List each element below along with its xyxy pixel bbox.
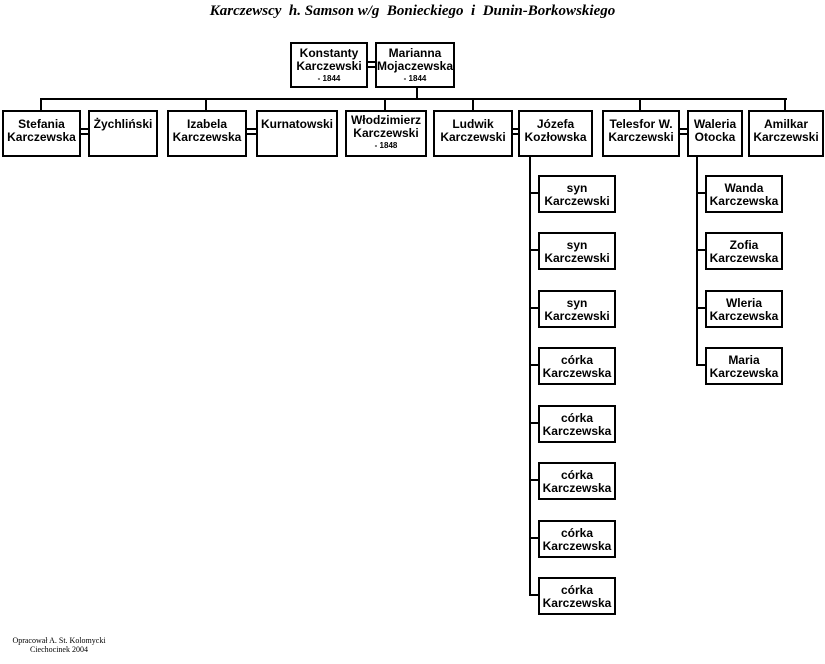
child-stub-zofia <box>696 249 705 251</box>
credit-author: Opracował A. St. Kolomycki <box>12 636 106 645</box>
person-name: córka Karczewska <box>542 583 612 610</box>
person-box-wleria-karczewska: Wleria Karczewska <box>705 290 783 328</box>
descent-line-wlodzimierz <box>384 98 386 110</box>
person-box-ludwik-karczewski: Ludwik Karczewski <box>433 110 513 157</box>
descent-line-ludwik <box>472 98 474 110</box>
person-name: Konstanty Karczewski <box>296 46 362 73</box>
child-stub-corka3 <box>529 479 538 481</box>
person-name: syn Karczewski <box>544 238 610 265</box>
person-box-syn-karczewski-1: syn Karczewski <box>538 175 616 213</box>
child-stub-corka2 <box>529 422 538 424</box>
sibling-rail <box>41 98 787 100</box>
child-stub-wanda <box>696 192 705 194</box>
person-box-zofia-karczewska: Zofia Karczewska <box>705 232 783 270</box>
person-box-kurnatowski: Kurnatowski <box>256 110 338 157</box>
person-box-zychlinski: Żychliński <box>88 110 158 157</box>
person-name: córka Karczewska <box>542 526 612 553</box>
person-box-waleria-otocka: Waleria Otocka <box>687 110 743 157</box>
person-name: Amilkar Karczewski <box>753 117 819 144</box>
person-name: syn Karczewski <box>544 181 610 208</box>
person-box-konstanty-karczewski: Konstanty Karczewski - 1844 <box>290 42 368 88</box>
person-name: Ludwik Karczewski <box>440 117 506 144</box>
child-stub-wleria <box>696 307 705 309</box>
child-stub-syn3 <box>529 307 538 309</box>
person-box-amilkar-karczewski: Amilkar Karczewski <box>748 110 824 157</box>
marriage-line-stefania-zychlinski <box>81 128 88 130</box>
credit-note: Opracował A. St. Kolomycki Ciechocinek 2… <box>3 636 115 654</box>
person-box-marianna-mojaczewska: Marianna Mojaczewska - 1844 <box>375 42 455 88</box>
person-box-syn-karczewski-2: syn Karczewski <box>538 232 616 270</box>
descent-line-stefania <box>40 98 42 110</box>
marriage-line-ludwik-jozefa <box>513 128 518 130</box>
person-name: Wanda Karczewska <box>709 181 779 208</box>
marriage-line-izabela-kurnatowski <box>247 128 256 130</box>
person-date: - 1848 <box>374 141 398 150</box>
person-box-wlodzimierz-karczewski: Włodzimierz Karczewski - 1848 <box>345 110 427 157</box>
person-name: córka Karczewska <box>542 468 612 495</box>
person-box-corka-karczewska-4: córka Karczewska <box>538 520 616 558</box>
person-name: Józefa Kozłowska <box>524 117 587 144</box>
person-name: Włodzimierz Karczewski <box>350 113 421 140</box>
person-box-corka-karczewska-3: córka Karczewska <box>538 462 616 500</box>
child-stub-syn1 <box>529 192 538 194</box>
person-name: Zofia Karczewska <box>709 238 779 265</box>
descent-line-parents <box>416 88 418 99</box>
person-box-syn-karczewski-3: syn Karczewski <box>538 290 616 328</box>
marriage-line-konstanty-marianna <box>367 61 375 63</box>
child-stub-corka4 <box>529 537 538 539</box>
person-name: Stefania Karczewska <box>7 117 76 144</box>
marriage-line-stefania-zychlinski <box>81 133 88 135</box>
person-name: córka Karczewska <box>542 353 612 380</box>
person-date: - 1844 <box>317 74 341 83</box>
person-box-wanda-karczewska: Wanda Karczewska <box>705 175 783 213</box>
person-box-corka-karczewska-2: córka Karczewska <box>538 405 616 443</box>
marriage-line-izabela-kurnatowski <box>247 133 256 135</box>
descent-line-izabela <box>205 98 207 110</box>
child-stub-corka1 <box>529 364 538 366</box>
person-name: Marianna Mojaczewska <box>376 46 454 73</box>
person-date: - 1844 <box>403 74 427 83</box>
person-box-corka-karczewska-5: córka Karczewska <box>538 577 616 615</box>
person-box-telesfor-karczewski: Telesfor W. Karczewski <box>602 110 680 157</box>
marriage-line-telesfor-waleria <box>680 128 687 130</box>
person-box-izabela-karczewska: Izabela Karczewska <box>167 110 247 157</box>
person-name: Telesfor W. Karczewski <box>608 117 674 144</box>
person-name: córka Karczewska <box>542 411 612 438</box>
child-stub-maria <box>696 364 705 366</box>
child-stub-syn2 <box>529 249 538 251</box>
diagram-title: Karczewscy h. Samson w/g Bonieckiego i D… <box>209 3 616 19</box>
person-name: syn Karczewski <box>544 296 610 323</box>
person-box-jozefa-kozlowska: Józefa Kozłowska <box>518 110 593 157</box>
credit-place-year: Ciechocinek 2004 <box>30 645 88 654</box>
person-box-stefania-karczewska: Stefania Karczewska <box>2 110 81 157</box>
child-stub-corka5 <box>529 594 538 596</box>
descent-line-jozefa-children <box>529 155 531 596</box>
marriage-line-konstanty-marianna <box>367 66 375 68</box>
descent-line-amilkar <box>784 98 786 110</box>
person-name: Kurnatowski <box>260 117 333 131</box>
marriage-line-telesfor-waleria <box>680 133 687 135</box>
descent-line-telesfor <box>639 98 641 110</box>
person-name: Wleria Karczewska <box>709 296 779 323</box>
marriage-line-ludwik-jozefa <box>513 133 518 135</box>
person-name: Izabela Karczewska <box>172 117 242 144</box>
descent-line-waleria-children <box>696 155 698 366</box>
person-name: Żychliński <box>93 117 153 131</box>
person-name: Waleria Otocka <box>693 117 737 144</box>
person-box-corka-karczewska-1: córka Karczewska <box>538 347 616 385</box>
person-box-maria-karczewska: Maria Karczewska <box>705 347 783 385</box>
person-name: Maria Karczewska <box>709 353 779 380</box>
